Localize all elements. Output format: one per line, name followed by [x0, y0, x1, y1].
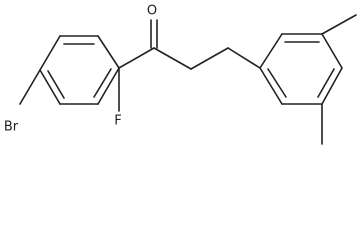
chain-bond-3	[227, 47, 261, 69]
methyl-bond-top	[321, 14, 357, 35]
ring-to-carbonyl-bond	[118, 47, 155, 69]
dimethylphenyl-ring	[259, 33, 343, 105]
chain-bond-2	[190, 47, 229, 70]
ring-a-bond-1	[97, 35, 120, 69]
ring-b-double-2	[317, 68, 335, 98]
oxygen-label-bg	[145, 2, 159, 19]
ring-b-bond-4	[321, 67, 343, 105]
bromine-label-bg	[1, 118, 23, 135]
ring-a-bond-5	[39, 35, 61, 71]
oxygen-atom-label: O	[147, 4, 157, 19]
ring-b-double-3	[267, 68, 287, 98]
chemical-structure-diagram: O Br F	[1, 2, 357, 145]
ring-b-bond-1	[259, 33, 283, 69]
chain-bond-1	[153, 47, 192, 70]
bromine-atom-label: Br	[4, 120, 19, 135]
c-br-bond	[19, 69, 41, 105]
ring-a-double-3	[47, 70, 65, 99]
fluorine-atom-label: F	[114, 114, 121, 129]
bromofluorophenyl-ring	[39, 35, 120, 105]
ring-a-bond-4	[39, 69, 61, 105]
ring-b-bond-3	[321, 33, 343, 69]
ring-b-bond-6	[259, 67, 283, 105]
fluorine-label-bg	[111, 112, 125, 129]
ring-a-bond-2	[97, 67, 120, 105]
ring-a-double-2	[93, 68, 112, 98]
